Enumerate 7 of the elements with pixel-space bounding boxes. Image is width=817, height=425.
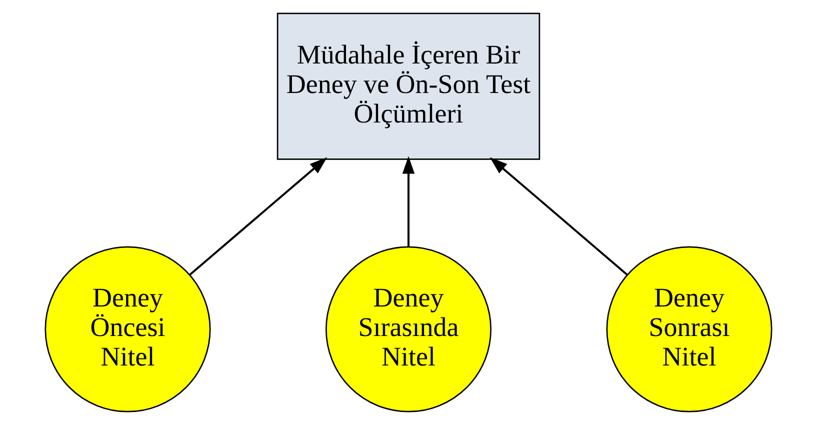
node-circle: Deney Öncesi Nitel xyxy=(44,246,211,412)
arrow xyxy=(402,156,415,247)
arrow xyxy=(490,157,628,276)
node-box: Müdahale İçeren Bir Deney ve Ön-Son Test Ölçümleri xyxy=(276,12,540,160)
node-circle: Deney Sonrası Nitel xyxy=(606,246,772,412)
arrow xyxy=(189,157,328,276)
node-circle: Deney Sırasında Nitel xyxy=(325,246,492,412)
